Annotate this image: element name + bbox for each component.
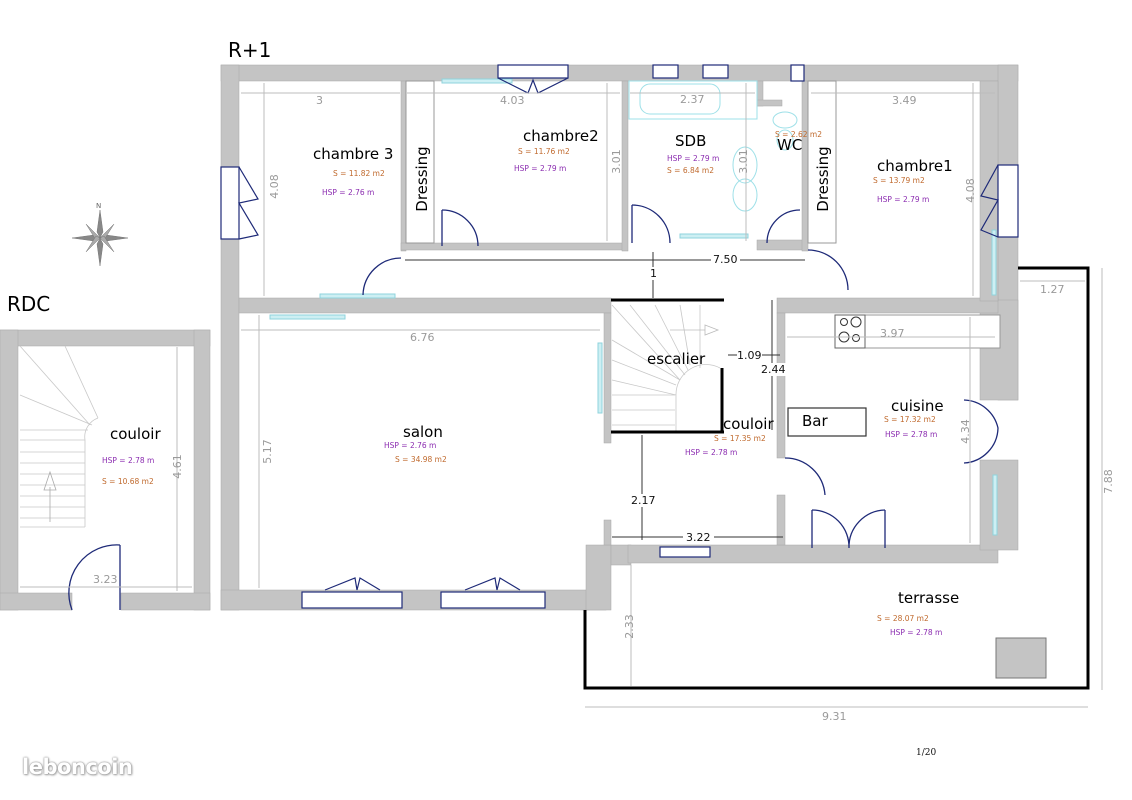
dim-chambre3-width: 3 [316, 94, 323, 107]
room-label-sdb: SDB [675, 132, 707, 150]
room-label-chambre2: chambre2 [523, 127, 599, 145]
page-indicator: 1/20 [916, 748, 937, 758]
dim-corridor-length: 7.50 [711, 253, 740, 266]
dim-terrasse-width: 9.31 [822, 710, 847, 723]
dim-terrasse-depth: 7.88 [1101, 469, 1115, 494]
dim-chambre2-depth: 3.01 [609, 149, 623, 174]
area-wc: S = 2.62 m2 [775, 130, 822, 139]
watermark-logo: leboncoin [22, 755, 133, 779]
dim-chambre1-width: 3.49 [892, 94, 917, 107]
hsp-sdb: HSP = 2.79 m [667, 154, 720, 163]
room-label-chambre1: chambre1 [877, 157, 953, 175]
room-label-chambre3: chambre 3 [313, 145, 394, 163]
hsp-chambre1: HSP = 2.79 m [877, 195, 930, 204]
windows [269, 78, 998, 536]
dim-salon-width: 6.76 [410, 331, 435, 344]
area-chambre1: S = 13.79 m2 [873, 176, 925, 185]
room-label-bar: Bar [802, 412, 828, 430]
dim-sdb-width: 2.37 [680, 93, 705, 106]
room-label-wc: WC [777, 136, 803, 154]
compass-north-label: N [96, 202, 102, 210]
hsp-salon: HSP = 2.76 m [384, 441, 437, 450]
dim-terrasse-side: 2.33 [622, 614, 636, 639]
area-cuisine: S = 17.32 m2 [884, 415, 936, 424]
room-label-dressing-right: Dressing [814, 146, 832, 212]
dim-couloir-ground-depth: 4.61 [170, 454, 184, 479]
staircase [611, 304, 721, 432]
room-label-salon: salon [403, 423, 443, 441]
hsp-couloir-ground: HSP = 2.78 m [102, 456, 155, 465]
area-chambre3: S = 11.82 m2 [333, 169, 385, 178]
dim-salon-depth: 5.17 [260, 439, 274, 464]
hsp-cuisine: HSP = 2.78 m [885, 430, 938, 439]
area-terrasse: S = 28.07 m2 [877, 614, 929, 623]
room-label-cuisine: cuisine [891, 397, 944, 415]
dim-corridor-width: 1 [650, 267, 657, 280]
hsp-chambre3: HSP = 2.76 m [322, 188, 375, 197]
room-label-couloir-upper: couloir [723, 415, 774, 433]
hsp-couloir-upper: HSP = 2.78 m [685, 448, 738, 457]
dim-chambre2-width: 4.03 [500, 94, 525, 107]
terrace-outline [583, 266, 1090, 690]
room-label-dressing-left: Dressing [413, 146, 431, 212]
area-chambre2: S = 11.76 m2 [518, 147, 570, 156]
dim-stair-gap: 1.09 [737, 349, 762, 362]
terrace-planter [995, 637, 1047, 679]
hsp-terrasse: HSP = 2.78 m [890, 628, 943, 637]
dim-couloir-depth: 2.17 [631, 494, 656, 507]
dim-cuisine-width: 3.97 [880, 327, 905, 340]
dim-sdb-depth: 3.01 [736, 149, 750, 174]
room-label-escalier: escalier [647, 350, 706, 368]
room-label-terrasse: terrasse [898, 589, 960, 607]
compass-rose-icon [71, 209, 129, 267]
room-label-couloir-ground: couloir [110, 425, 161, 443]
dim-couloir-width: 3.22 [683, 531, 714, 544]
dim-couloir-ground-width: 3.23 [93, 573, 118, 586]
hsp-chambre2: HSP = 2.79 m [514, 164, 567, 173]
area-couloir-upper: S = 17.35 m2 [714, 434, 766, 443]
level-label-upper: R+1 [228, 38, 272, 62]
area-couloir-ground: S = 10.68 m2 [102, 477, 154, 486]
dim-chambre1-depth: 4.08 [963, 178, 977, 203]
openings [220, 64, 1019, 609]
dim-stair-side: 2.44 [761, 363, 786, 376]
door-swings [68, 204, 999, 611]
area-sdb: S = 6.84 m2 [667, 166, 714, 175]
dim-terrasse-offset: 1.27 [1040, 283, 1065, 296]
level-label-ground: RDC [7, 292, 51, 316]
area-salon: S = 34.98 m2 [395, 455, 447, 464]
dim-chambre3-depth: 4.08 [267, 174, 281, 199]
dim-cuisine-depth: 4.34 [958, 419, 972, 444]
